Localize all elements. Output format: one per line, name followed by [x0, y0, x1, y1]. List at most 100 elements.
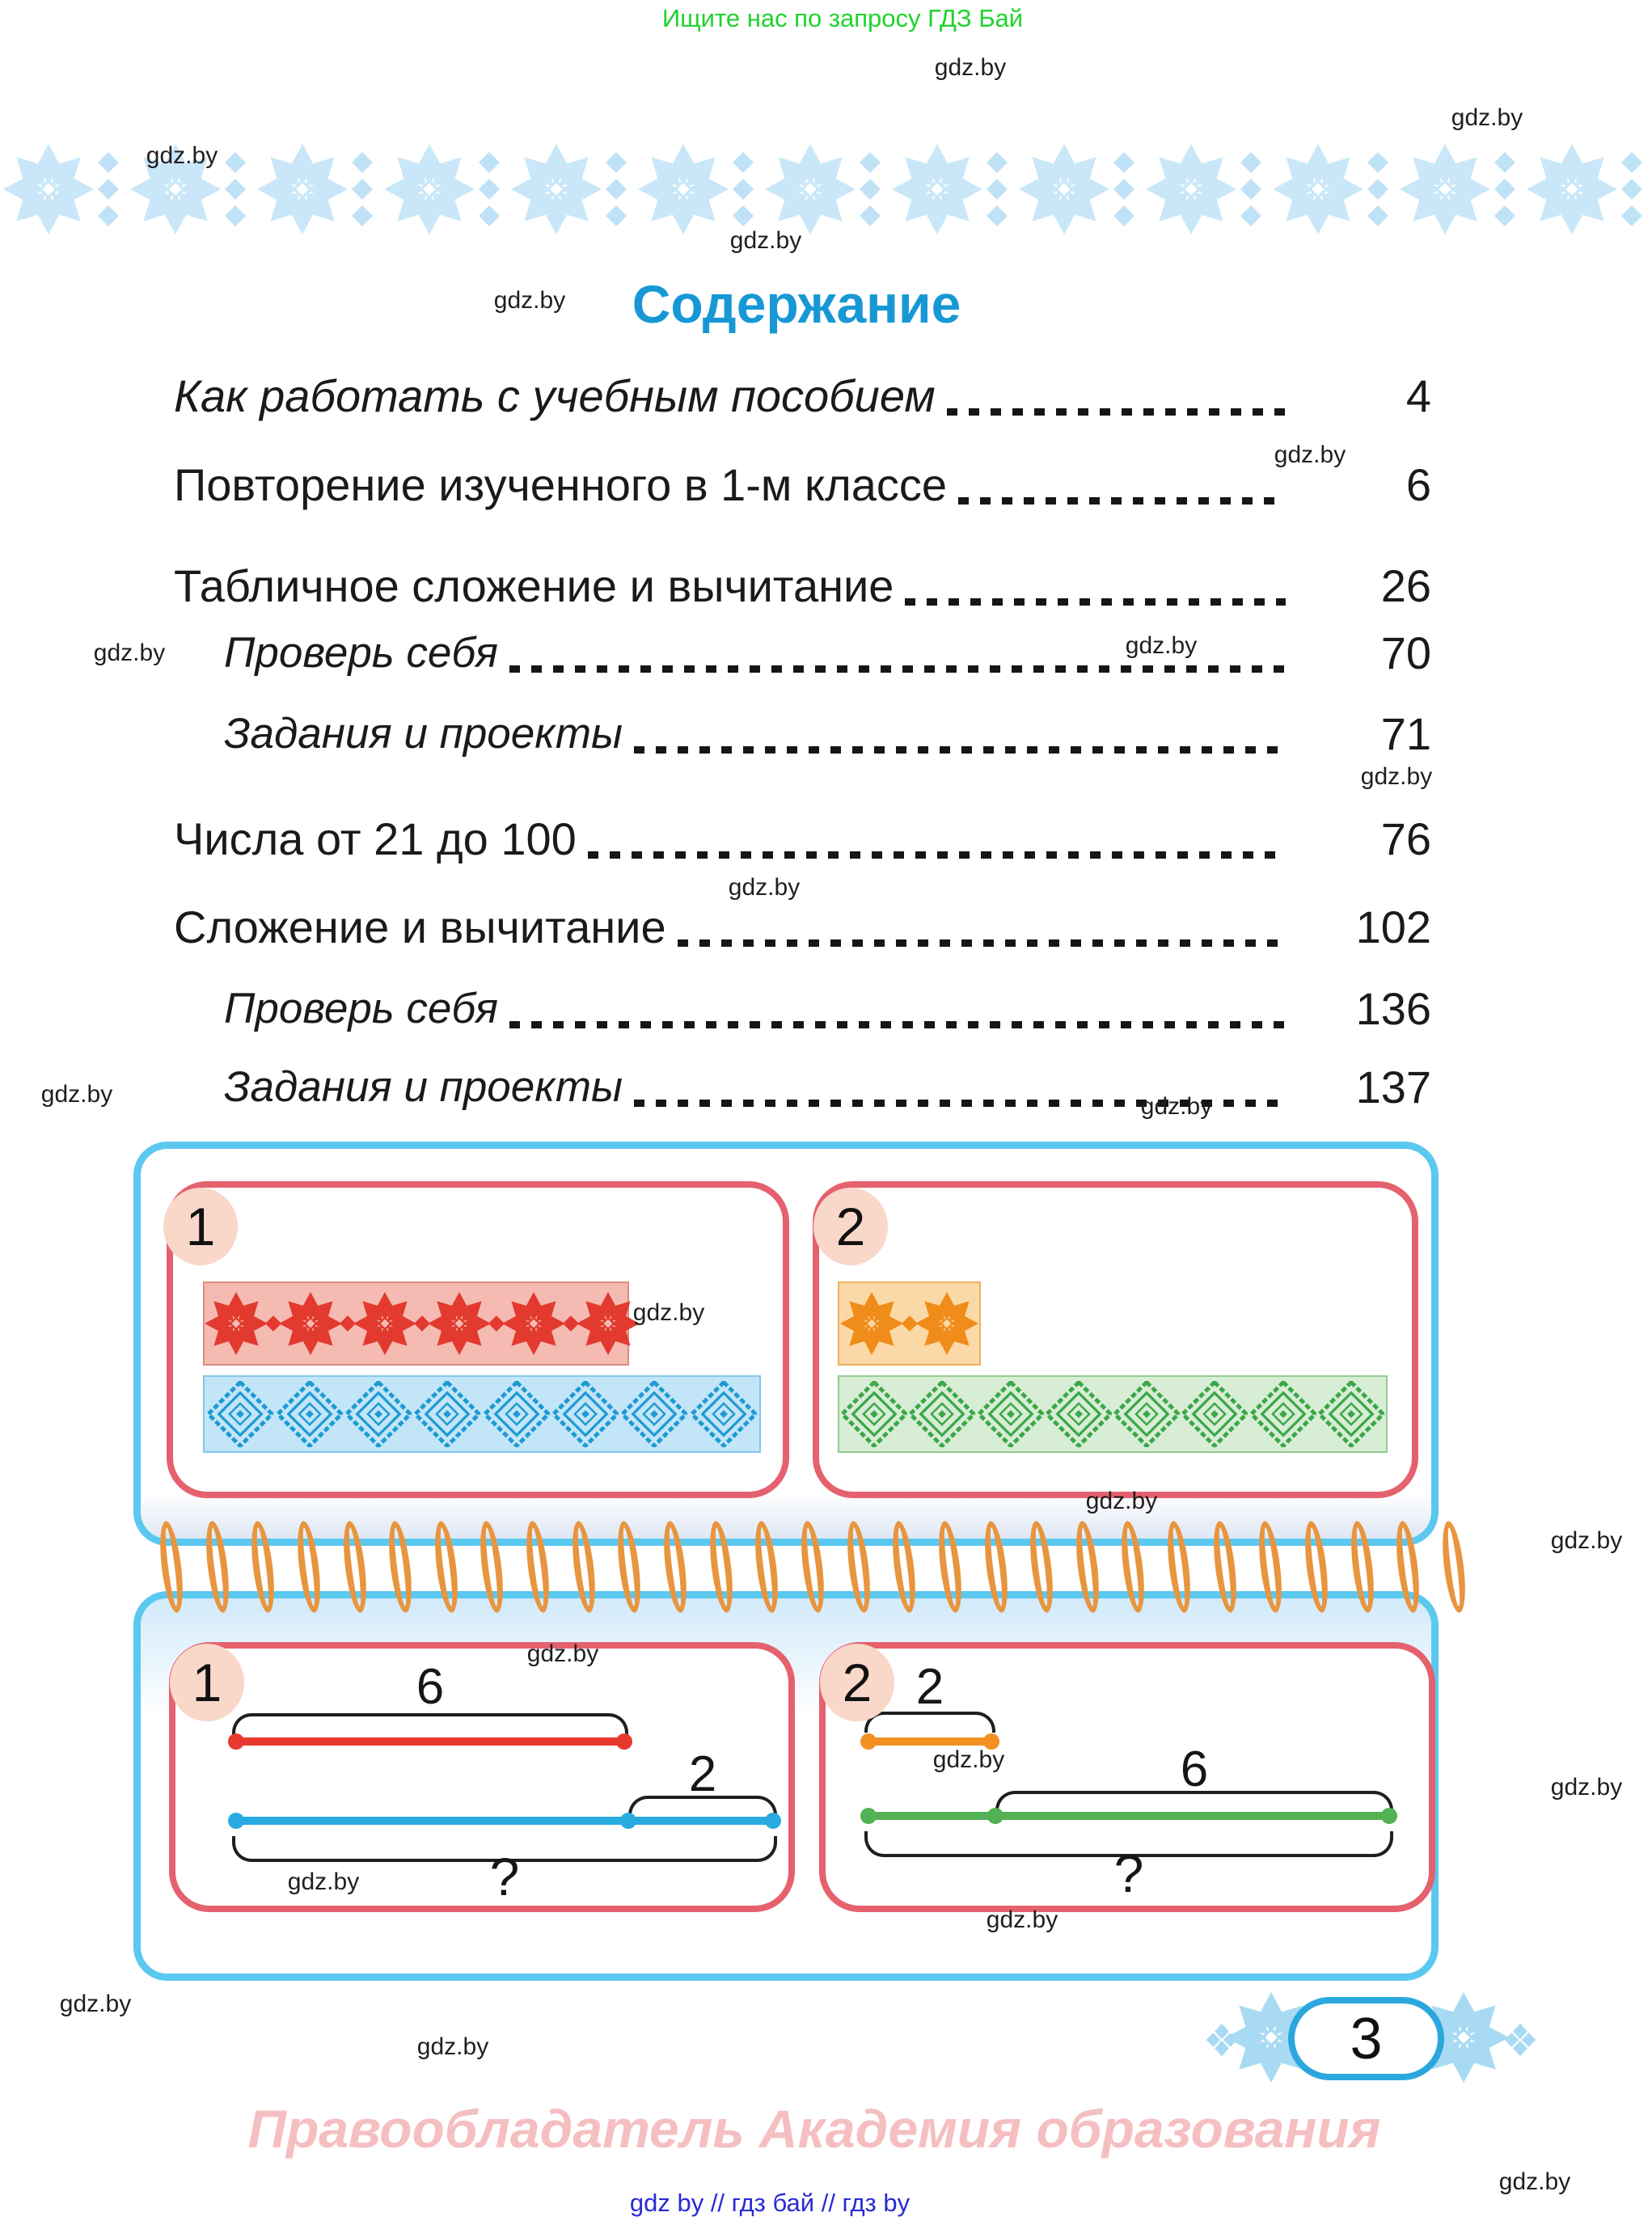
green-diamond-pattern-strip: [838, 1375, 1388, 1453]
toc-page-number: 137: [1355, 1062, 1431, 1112]
spiral-coil-icon: [568, 1519, 599, 1615]
spiral-coil-icon: [430, 1519, 462, 1615]
spiral-coil-icon: [1301, 1519, 1332, 1615]
spiral-coil-icon: [1071, 1519, 1103, 1615]
orange-star-pattern-strip: [838, 1281, 981, 1366]
bracket-icon: [232, 1836, 777, 1862]
footer-links-text: gdz by // гдз бай // гдз by: [629, 2189, 911, 2217]
dot-leader: [634, 746, 1286, 754]
unknown-total-label: ?: [1113, 1843, 1144, 1903]
diamond8-ornament-icon: [978, 1380, 1044, 1448]
toc-page-number: 76: [1380, 813, 1431, 864]
segment-task-1: 1 6 2 ?: [169, 1642, 795, 1912]
dot-leader: [958, 497, 1286, 505]
watermark: gdz.by: [932, 1746, 1005, 1773]
spiral-coil-icon: [614, 1519, 645, 1615]
toc-row: Задания и проекты 71: [174, 702, 1431, 766]
toc-page-number: 4: [1405, 370, 1431, 421]
red-segment: [228, 1733, 632, 1750]
spiral-coil-icon: [935, 1519, 965, 1615]
ornament-band: [0, 141, 1652, 238]
star8-ornament-icon: [577, 1290, 640, 1357]
toc-row: Как работать с учебным пособием 4: [174, 364, 1431, 429]
toc-row: Повторение изученного в 1-м классе 6: [174, 453, 1431, 517]
page-number-pill: 3: [1288, 1997, 1444, 2080]
diamond8-ornament-icon: [1113, 1380, 1180, 1448]
diamond8-ornament-icon: [909, 1380, 975, 1448]
dot-leader: [905, 598, 1286, 606]
task-number-badge: 1: [163, 1188, 238, 1265]
toc-page-number: 136: [1355, 983, 1431, 1034]
segment-part-label: 6: [1180, 1742, 1209, 1797]
segment-task-2: 2 2 6 ?: [819, 1642, 1435, 1912]
watermark: gdz.by: [526, 1640, 599, 1667]
toc-entry-label: Проверь себя: [224, 628, 498, 677]
diamond8-ornament-icon: [841, 1380, 907, 1448]
watermark: gdz.by: [1274, 441, 1346, 468]
band-star-icon: [889, 141, 1008, 238]
star8-ornament-icon: [279, 1290, 342, 1357]
notebook-top-sheet: 1 2: [133, 1142, 1439, 1546]
toc-page-number: 70: [1380, 627, 1431, 678]
dot-leader: [509, 665, 1286, 673]
spiral-coil-icon: [294, 1519, 324, 1615]
pattern-task-1: 1: [163, 1181, 789, 1498]
band-star-icon: [1270, 141, 1388, 238]
watermark: gdz.by: [1085, 1488, 1158, 1514]
spiral-coil-icon: [476, 1519, 508, 1615]
watermark: gdz.by: [1125, 632, 1198, 659]
band-star-icon: [1396, 141, 1515, 238]
star8-ornament-icon: [502, 1290, 565, 1357]
watermark: gdz.by: [934, 54, 1007, 81]
green-segment: [860, 1808, 1397, 1824]
diamond8-ornament-icon: [414, 1380, 480, 1448]
toc-entry-label: Проверь себя: [224, 984, 498, 1032]
watermark: gdz.by: [146, 142, 218, 169]
bracket-icon: [628, 1796, 777, 1817]
spiral-coil-icon: [980, 1519, 1012, 1615]
star8-ornament-icon: [915, 1290, 978, 1357]
diamond8-ornament-icon: [691, 1380, 757, 1448]
toc-entry-label: Табличное сложение и вычитание: [174, 560, 894, 612]
segment-length-label: 2: [915, 1659, 944, 1715]
toc-row: Задания и проекты 137: [174, 1055, 1431, 1120]
spiral-coil-icon: [1164, 1519, 1194, 1615]
bracket-icon: [232, 1713, 628, 1737]
watermark: gdz.by: [986, 1906, 1058, 1933]
orange-segment: [860, 1733, 999, 1750]
star8-ornament-icon: [840, 1290, 903, 1357]
spiral-coil-icon: [339, 1519, 370, 1615]
bracket-icon: [864, 1831, 1393, 1857]
watermark: gdz.by: [287, 1868, 360, 1895]
segment-length-label: 6: [416, 1659, 445, 1715]
promo-text: Ищите нас по запросу ГДЗ Бай: [661, 4, 1024, 32]
watermark: gdz.by: [59, 1991, 132, 2017]
dot-leader: [677, 939, 1286, 947]
spiral-coil-icon: [889, 1519, 920, 1615]
watermark: gdz.by: [1451, 104, 1523, 131]
toc-row: Проверь себя 70: [174, 621, 1431, 686]
spiral-coil-icon: [751, 1519, 783, 1615]
toc-entry-label: Повторение изученного в 1-м классе: [174, 459, 948, 511]
diamond8-ornament-icon: [207, 1380, 273, 1448]
diamond8-ornament-icon: [621, 1380, 687, 1448]
dot-leader: [509, 1021, 1286, 1028]
toc-page-number: 71: [1380, 708, 1431, 759]
star8-ornament-icon: [428, 1290, 491, 1357]
toc-row: Числа от 21 до 100 76: [174, 807, 1431, 872]
star8-ornament-icon: [353, 1290, 416, 1357]
watermark: gdz.by: [1550, 1774, 1623, 1801]
page-title: Содержание: [632, 274, 961, 334]
spiral-coil-icon: [797, 1519, 828, 1615]
spiral-coil-icon: [1026, 1519, 1058, 1615]
watermark: gdz.by: [728, 874, 801, 901]
band-star-icon: [254, 141, 373, 238]
spiral-binding: [156, 1519, 1469, 1615]
band-star-icon: [635, 141, 754, 238]
spiral-coil-icon: [660, 1519, 691, 1615]
task-number-badge: 1: [170, 1644, 244, 1721]
red-star-pattern-strip: [203, 1281, 629, 1366]
toc-row: Проверь себя 136: [174, 977, 1431, 1041]
toc-entry-label: Сложение и вычитание: [174, 901, 666, 953]
